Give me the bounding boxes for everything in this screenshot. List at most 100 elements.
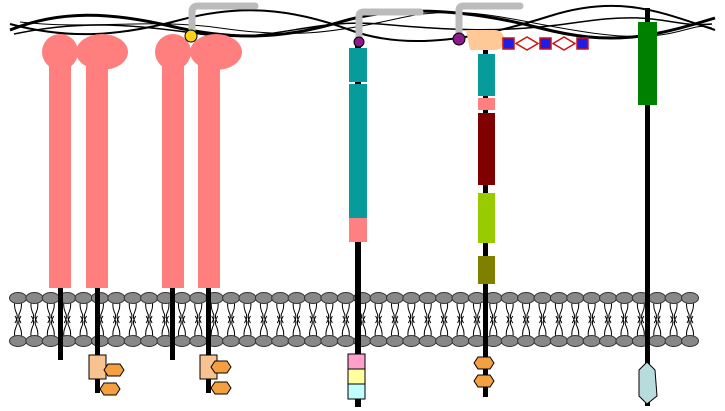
ligand-tether (355, 8, 424, 42)
lipid-head (435, 292, 454, 304)
integrin-beta-transmembrane (206, 288, 211, 393)
lipid-head (533, 292, 552, 304)
lipid-head (500, 292, 519, 304)
lipid-head (582, 292, 601, 304)
integrin-beta-stalk (86, 52, 108, 288)
pink-linker (478, 98, 495, 110)
lipid-head (664, 335, 683, 347)
ligand-binding-site (353, 36, 365, 48)
integrin-beta-stalk (198, 52, 220, 288)
teal-receptor (347, 8, 424, 407)
lipid-head (451, 335, 470, 347)
lipid-head (320, 335, 339, 347)
lipid-head (566, 335, 585, 347)
glycan-diamond (551, 36, 577, 51)
lipid-head (222, 335, 241, 347)
integrin-kinase-hexagon (103, 363, 125, 377)
lipid-head (107, 292, 126, 304)
lipid-head (533, 335, 552, 347)
lipid-head (25, 335, 44, 347)
lipid-head (107, 335, 126, 347)
lipid-head (41, 292, 60, 304)
lipid-head (271, 335, 290, 347)
integrin-alpha-transmembrane (58, 288, 63, 360)
lipid-head (681, 292, 699, 304)
integrin-kinase-hexagon (210, 381, 232, 395)
light-blue-cytoplasmic-tail (638, 361, 658, 405)
integrin-pair-2 (155, 2, 259, 395)
ligand-binding-site (452, 32, 466, 46)
integrin-beta-transmembrane (95, 288, 100, 393)
lipid-head (74, 292, 93, 304)
green-extracellular-domain (638, 22, 657, 105)
lipid-head (123, 292, 142, 304)
lipid-head (418, 292, 437, 304)
integrin-pair-1 (42, 34, 128, 396)
tail-pink-block (347, 353, 366, 370)
lipid-head (9, 335, 27, 347)
cytoplasmic-hexagon (473, 356, 495, 370)
olive-domain (478, 256, 495, 284)
lipid-head (238, 335, 257, 347)
lipid-head (615, 335, 634, 347)
lipid-head (336, 292, 355, 304)
lipid-head (123, 335, 142, 347)
teal-domain-top (349, 48, 367, 82)
lipid-head (25, 292, 44, 304)
integrin-beta-head (76, 34, 128, 70)
lipid-head (517, 292, 536, 304)
lipid-head (435, 335, 454, 347)
lipid-head (41, 335, 60, 347)
lipid-head (140, 292, 159, 304)
maroon-domain (478, 113, 495, 185)
lipid-head (287, 335, 306, 347)
lipid-head (664, 292, 683, 304)
lipid-head (615, 292, 634, 304)
ligand-tether (188, 2, 259, 36)
ligand-binding-site (184, 29, 198, 43)
lipid-head (172, 335, 191, 347)
glycan-diamond (514, 36, 540, 51)
ligand-tether (455, 2, 524, 42)
lipid-head (369, 335, 388, 347)
lipid-head (599, 335, 618, 347)
lipid-head (648, 292, 667, 304)
lipid-head (271, 292, 290, 304)
lipid-head (369, 292, 388, 304)
lipid-head (451, 292, 470, 304)
lipid-head (599, 292, 618, 304)
integrin-cytoplasmic-adapter (88, 354, 107, 380)
integrin-alpha-stalk (49, 52, 71, 288)
lipid-head (418, 335, 437, 347)
lipid-head (681, 335, 699, 347)
lipid-head (140, 335, 159, 347)
teal-domain-small (478, 54, 495, 96)
lipid-head (402, 335, 421, 347)
pink-cap-domain (349, 218, 367, 242)
lipid-head (336, 335, 355, 347)
lipid-head (549, 335, 568, 347)
integrin-kinase-hexagon (210, 360, 232, 374)
lipid-head (385, 292, 404, 304)
glycan-square (539, 37, 552, 50)
lipid-head (467, 335, 486, 347)
lipid-head (287, 292, 306, 304)
tail-yellow-block (347, 368, 366, 385)
green-receptor (638, 8, 658, 406)
lipid-head (566, 292, 585, 304)
lipid-head (648, 335, 667, 347)
integrin-beta-head (190, 34, 242, 70)
teal-domain-main (349, 84, 367, 218)
lipid-head (500, 335, 519, 347)
lipid-head (582, 335, 601, 347)
lime-domain (478, 193, 495, 243)
tail-cyan-block (347, 383, 366, 400)
lipid-head (467, 292, 486, 304)
lipid-head (172, 292, 191, 304)
lipid-head (222, 292, 241, 304)
lipid-head (304, 292, 323, 304)
lipid-head (189, 292, 208, 304)
lipid-head (254, 292, 273, 304)
lipid-head (304, 335, 323, 347)
